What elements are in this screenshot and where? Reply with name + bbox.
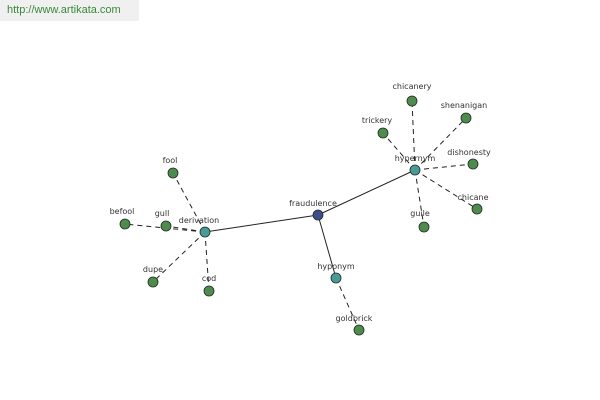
node-befool[interactable] xyxy=(119,218,131,230)
node-label-derivation[interactable]: derivation xyxy=(179,216,219,225)
edge-derivation-gull xyxy=(165,225,206,233)
node-fraudulence[interactable] xyxy=(312,209,324,221)
edge-fraudulence-hyponym xyxy=(317,214,337,279)
node-label-dishonesty[interactable]: dishonesty xyxy=(447,148,491,157)
node-chicane[interactable] xyxy=(471,203,483,215)
edge-derivation-fool xyxy=(172,172,206,233)
node-guile[interactable] xyxy=(418,221,430,233)
node-label-guile[interactable]: guile xyxy=(410,209,430,218)
edge-fraudulence-derivation xyxy=(204,214,319,233)
node-hypernym[interactable] xyxy=(409,164,421,176)
edge-hypernym-shenanigan xyxy=(414,117,467,171)
site-url-bar: http://www.artikata.com xyxy=(0,0,139,21)
node-label-fraudulence[interactable]: fraudulence xyxy=(289,199,337,208)
node-label-chicane[interactable]: chicane xyxy=(458,193,489,202)
node-shenanigan[interactable] xyxy=(460,112,472,124)
edge-hyponym-goldbrick xyxy=(335,277,360,331)
node-label-befool[interactable]: befool xyxy=(110,207,135,216)
node-label-hyponym[interactable]: hyponym xyxy=(317,262,355,271)
node-cod[interactable] xyxy=(203,285,215,297)
node-label-goldbrick[interactable]: goldbrick xyxy=(336,314,373,323)
edge-hypernym-trickery xyxy=(382,132,416,171)
node-fool[interactable] xyxy=(167,167,179,179)
edge-hypernym-guile xyxy=(414,169,425,228)
edge-fraudulence-hypernym xyxy=(317,169,416,216)
node-chicanery[interactable] xyxy=(406,95,418,107)
node-hyponym[interactable] xyxy=(330,272,342,284)
node-label-trickery[interactable]: trickery xyxy=(362,116,393,125)
node-label-cod[interactable]: cod xyxy=(202,274,216,283)
node-derivation[interactable] xyxy=(199,226,211,238)
edge-hypernym-chicane xyxy=(414,169,478,210)
node-label-hypernym[interactable]: hypernym xyxy=(395,154,436,163)
node-gull[interactable] xyxy=(160,220,172,232)
edge-hypernym-chicanery xyxy=(411,100,416,171)
node-label-fool[interactable]: fool xyxy=(163,156,178,165)
node-label-shenanigan[interactable]: shenanigan xyxy=(441,101,487,110)
node-label-dupe[interactable]: dupe xyxy=(143,265,163,274)
node-goldbrick[interactable] xyxy=(353,324,365,336)
edge-hypernym-dishonesty xyxy=(414,163,474,171)
edges-layer xyxy=(124,100,478,331)
labels-layer: fraudulence hypernym derivation hyponym chic… xyxy=(110,82,491,323)
nodes-layer xyxy=(119,95,483,336)
edge-derivation-dupe xyxy=(152,231,206,283)
site-url-link[interactable]: http://www.artikata.com xyxy=(7,4,121,16)
node-label-gull[interactable]: gull xyxy=(155,209,170,218)
node-trickery[interactable] xyxy=(377,127,389,139)
node-label-chicanery[interactable]: chicanery xyxy=(392,82,431,91)
node-dishonesty[interactable] xyxy=(467,158,479,170)
edge-derivation-cod xyxy=(204,231,210,292)
node-dupe[interactable] xyxy=(147,276,159,288)
